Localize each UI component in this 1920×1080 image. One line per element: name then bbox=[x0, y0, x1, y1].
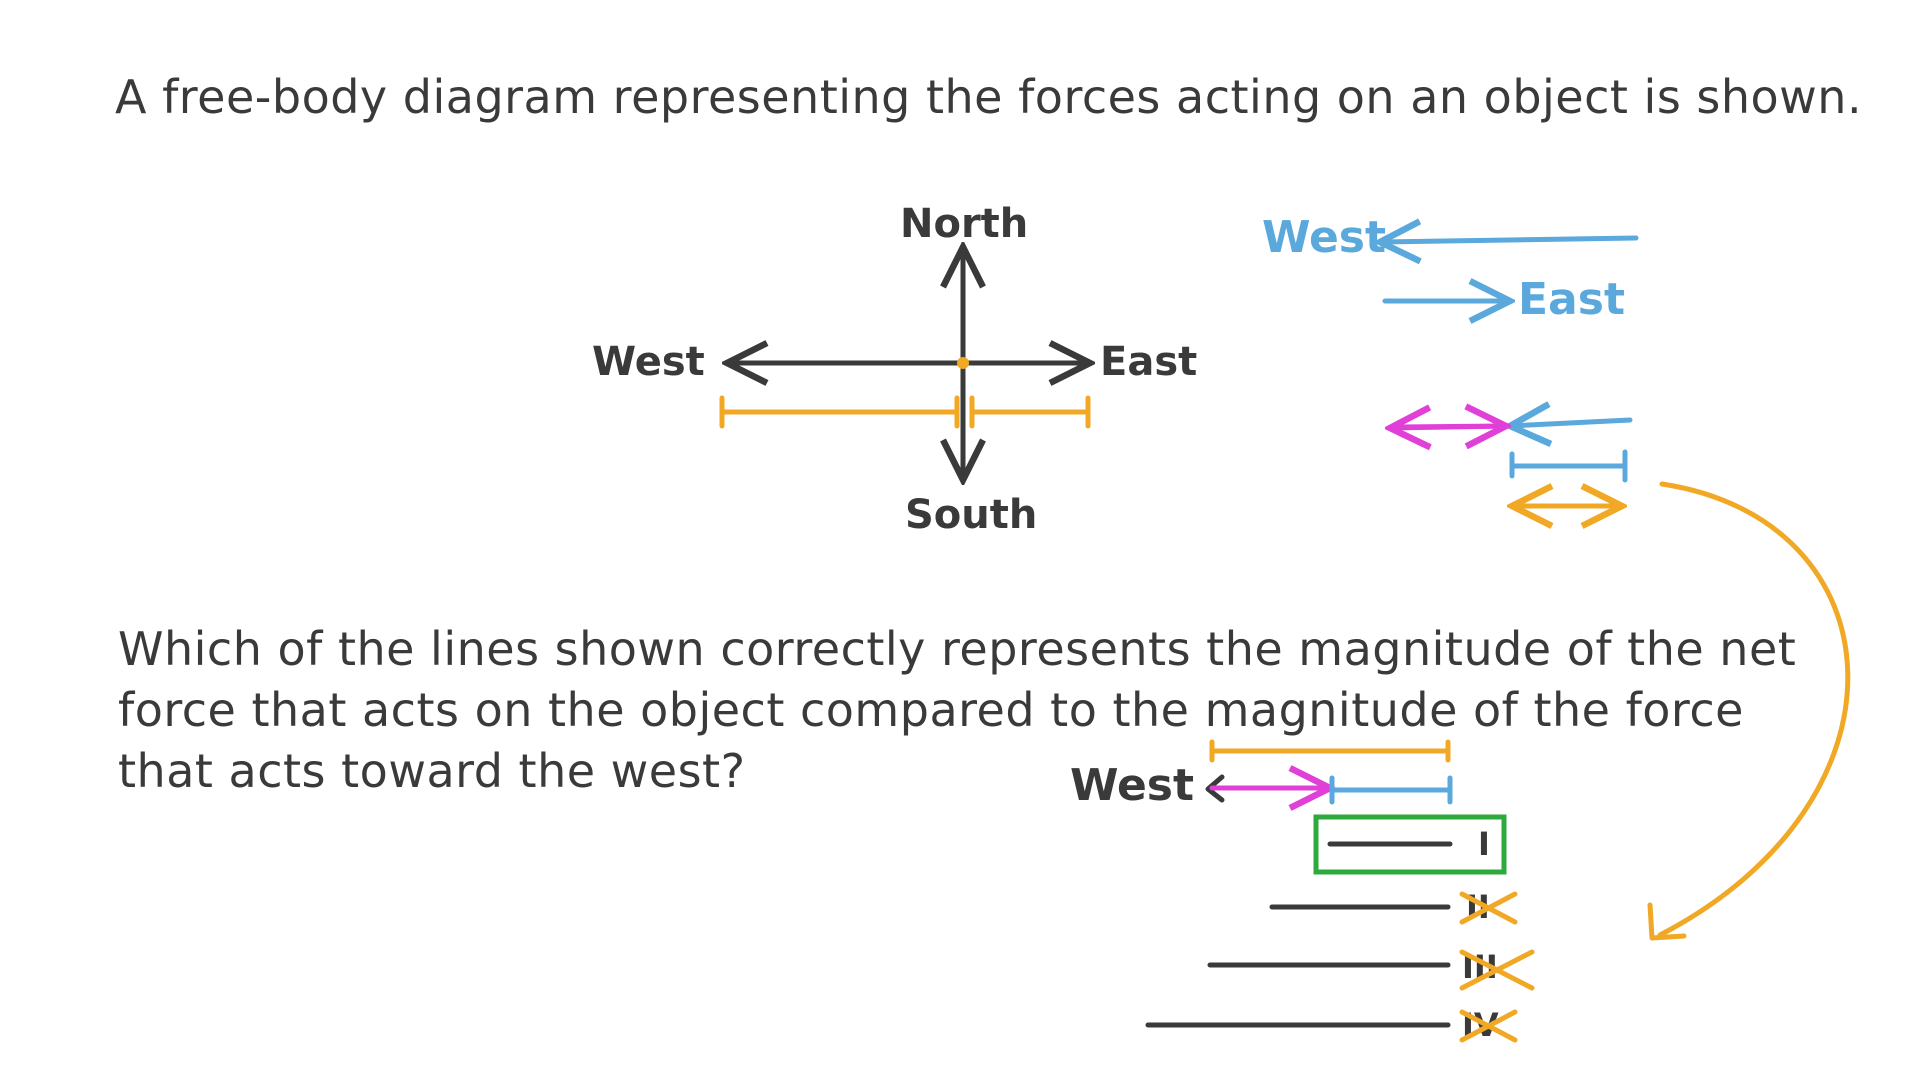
west-bottom-label: West bbox=[1070, 760, 1194, 811]
cross-mark-4 bbox=[1459, 1009, 1518, 1043]
north-label: North bbox=[900, 201, 1028, 247]
vector-working: West East bbox=[1262, 212, 1851, 941]
east-force-length-bar bbox=[969, 395, 1091, 429]
curved-arrow-head bbox=[1647, 902, 1687, 941]
south-label: South bbox=[905, 492, 1037, 538]
answer-comparison: West I II III bbox=[1070, 739, 1535, 1044]
west-vector-arrow bbox=[1380, 238, 1639, 242]
cross-mark-3 bbox=[1459, 949, 1535, 991]
combined-blue-arrow bbox=[1510, 420, 1633, 426]
blue-length-bar bbox=[1509, 449, 1628, 483]
cross-mark-2 bbox=[1459, 891, 1518, 925]
question-line-2: force that acts on the object compared t… bbox=[118, 683, 1744, 737]
option-numeral-1: I bbox=[1478, 825, 1490, 863]
orange-reference-bar bbox=[1209, 739, 1451, 763]
west-bottom-arrowhead bbox=[1205, 774, 1225, 803]
east-vector-label: East bbox=[1518, 274, 1625, 325]
west-force-length-bar bbox=[719, 395, 960, 429]
magenta-arrow-head-right bbox=[1397, 426, 1506, 427]
object-dot bbox=[957, 357, 969, 369]
west-label: West bbox=[592, 339, 705, 385]
question-line-1: Which of the lines shown correctly repre… bbox=[118, 622, 1797, 676]
free-body-diagram: North South East West bbox=[592, 201, 1197, 538]
west-vector-label: West bbox=[1262, 212, 1386, 263]
orange-curved-connector-arrow bbox=[1657, 481, 1851, 938]
blue-west-segment bbox=[1329, 775, 1453, 805]
correct-answer-box bbox=[1313, 814, 1507, 875]
intro-text: A free-body diagram representing the for… bbox=[115, 70, 1863, 124]
east-label: East bbox=[1100, 339, 1197, 385]
question-line-3: that acts toward the west? bbox=[118, 744, 746, 798]
